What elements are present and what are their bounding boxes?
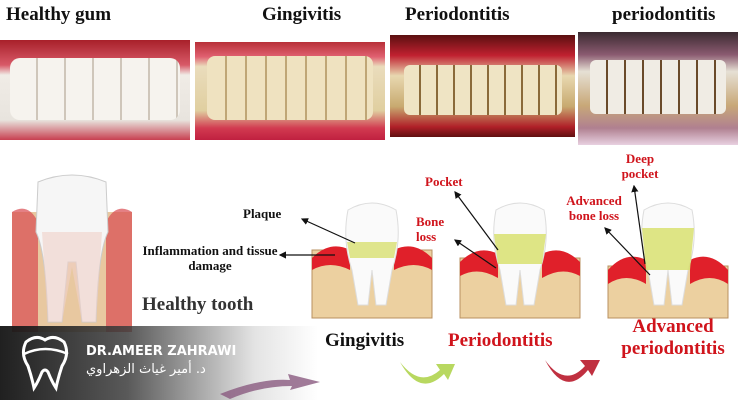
stage-gingivitis: Gingivitis xyxy=(325,330,405,351)
photo-title-healthy-gum: Healthy gum xyxy=(6,4,112,25)
periodontitis-tooth-illustration xyxy=(459,202,581,319)
stage-periodontitis: Periodontitis xyxy=(448,330,553,351)
photo-advanced-periodontitis xyxy=(578,32,738,145)
stage-advanced-periodontitis: Advanced periodontitis xyxy=(621,316,725,359)
photo-healthy-gum xyxy=(0,40,190,140)
tooth-logo-icon xyxy=(21,335,69,392)
purple-curved-arrow xyxy=(220,374,320,399)
healthy-tooth-label: Healthy tooth xyxy=(142,294,254,315)
photo-periodontitis xyxy=(390,35,575,137)
photo-title-periodontitis: Periodontitis xyxy=(405,4,510,25)
watermark-name: DR.AMEER ZAHRAWI xyxy=(86,344,237,359)
advanced-periodontitis-tooth-illustration xyxy=(607,202,729,319)
label-pocket: Pocket xyxy=(425,174,463,189)
label-plaque: Plaque xyxy=(243,206,282,221)
label-advanced-bone-loss: Advanced bone loss xyxy=(566,193,622,223)
green-curved-arrow xyxy=(400,362,455,384)
watermark-name-arabic: د. أمير غياث الزهراوي xyxy=(86,362,206,377)
photo-title-gingivitis: Gingivitis xyxy=(262,4,342,25)
red-curved-arrow xyxy=(545,360,600,382)
label-bone-loss: Bone loss xyxy=(416,214,445,244)
healthy-tooth-cross-section xyxy=(12,174,132,332)
label-inflammation: Inflammation and tissue damage xyxy=(142,243,278,273)
photo-title-advanced-periodontitis: periodontitis xyxy=(612,4,716,25)
photo-gingivitis xyxy=(195,42,385,140)
gingivitis-tooth-illustration xyxy=(311,202,433,319)
label-deep-pocket: Deep pocket xyxy=(621,151,659,181)
